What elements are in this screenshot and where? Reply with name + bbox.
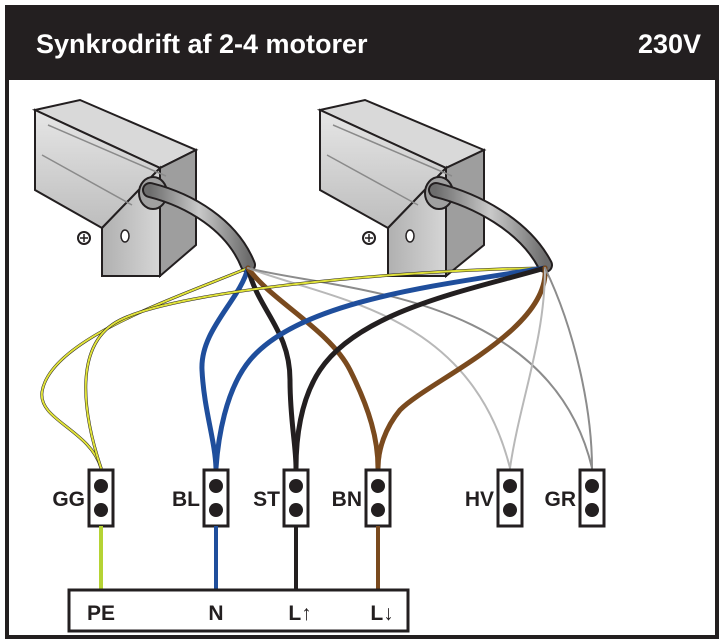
terminal-screw-icon xyxy=(585,503,599,517)
supply-box: PE N L↑ L↓ xyxy=(67,588,410,633)
terminal-label: GG xyxy=(52,488,85,511)
terminal-screw-icon xyxy=(289,479,303,493)
wire-grey xyxy=(544,267,593,469)
terminal-screw-icon xyxy=(585,479,599,493)
supply-label-n: N xyxy=(208,602,223,625)
header-bar: Synkrodrift af 2-4 motorer 230V xyxy=(9,9,715,80)
supply-wires xyxy=(99,526,380,590)
wire-white xyxy=(247,267,511,469)
terminal-screw-icon xyxy=(503,479,517,493)
terminal-row: GG BL ST BN HV GR xyxy=(52,468,606,528)
terminal-screw-icon xyxy=(371,479,385,493)
motor-left xyxy=(31,98,256,279)
diagram-title: Synkrodrift af 2-4 motorer xyxy=(36,29,368,59)
terminal-screw-icon xyxy=(94,479,108,493)
wire-blue xyxy=(213,265,548,471)
wire-white xyxy=(509,267,546,469)
terminal-screw-icon xyxy=(209,503,223,517)
wires-motor-left xyxy=(40,265,593,471)
wire-grey xyxy=(247,267,593,469)
wires-motor-right xyxy=(84,265,593,471)
terminal-st: ST xyxy=(253,468,310,528)
terminal-label: BL xyxy=(172,488,200,511)
terminal-label: GR xyxy=(545,488,577,511)
wire-brown xyxy=(245,265,381,471)
terminal-gg: GG xyxy=(52,468,115,528)
wire-black xyxy=(293,265,548,471)
terminal-label: HV xyxy=(465,488,494,511)
wire-black xyxy=(245,265,299,471)
supply-label-pe: PE xyxy=(87,602,115,625)
wire-yellow-green xyxy=(84,266,547,470)
wire-brown xyxy=(375,265,548,471)
terminal-screw-icon xyxy=(503,503,517,517)
terminal-label: ST xyxy=(253,488,280,511)
wire-blue xyxy=(199,265,251,471)
wire-yellow-green xyxy=(40,267,249,469)
terminal-label: BN xyxy=(332,488,362,511)
terminal-hv: HV xyxy=(465,468,524,528)
terminal-bn: BN xyxy=(332,468,392,528)
terminal-screw-icon xyxy=(289,503,303,517)
wire-yellow-green xyxy=(84,267,546,469)
terminal-bl: BL xyxy=(172,468,230,528)
terminal-gr: GR xyxy=(545,468,606,528)
supply-label-l-down: L↓ xyxy=(370,602,393,625)
motor-right xyxy=(316,98,553,279)
voltage-label: 230V xyxy=(637,29,701,59)
supply-label-l-up: L↑ xyxy=(288,602,311,625)
terminal-screw-icon xyxy=(94,503,108,517)
terminal-screw-icon xyxy=(209,479,223,493)
terminal-screw-icon xyxy=(371,503,385,517)
